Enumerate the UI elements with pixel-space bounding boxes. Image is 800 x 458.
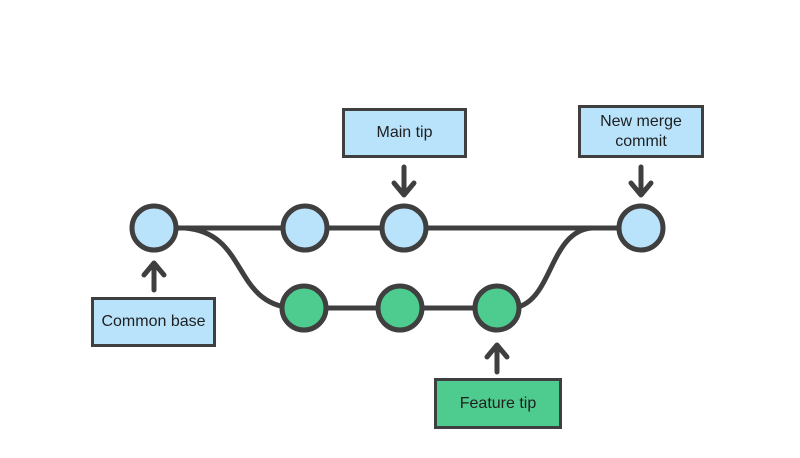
arrow-down-new-merge-icon	[628, 164, 654, 198]
label-main-tip-text: Main tip	[376, 124, 433, 141]
commit-node-main-tip	[379, 203, 429, 253]
label-common-base-text: Common base	[101, 313, 206, 330]
label-feature-tip-text: Feature tip	[459, 394, 537, 412]
commit-node-merge	[616, 203, 666, 253]
commit-node-feature-tip	[472, 283, 522, 333]
commit-node-main-2	[280, 203, 330, 253]
arrow-up-common-base-icon	[141, 260, 167, 293]
commit-node-common-base	[129, 203, 179, 253]
label-main-tip: Main tip	[342, 108, 467, 158]
label-feature-tip: Feature tip	[434, 378, 562, 429]
label-new-merge-commit-text: New merge commit	[600, 112, 682, 150]
arrow-up-feature-tip-icon	[484, 342, 510, 375]
commit-node-feature-1	[279, 283, 329, 333]
arrow-down-main-tip-icon	[391, 164, 417, 198]
commit-node-feature-2	[375, 283, 425, 333]
label-new-merge-commit: New merge commit	[578, 105, 704, 158]
label-common-base: Common base	[91, 297, 216, 347]
